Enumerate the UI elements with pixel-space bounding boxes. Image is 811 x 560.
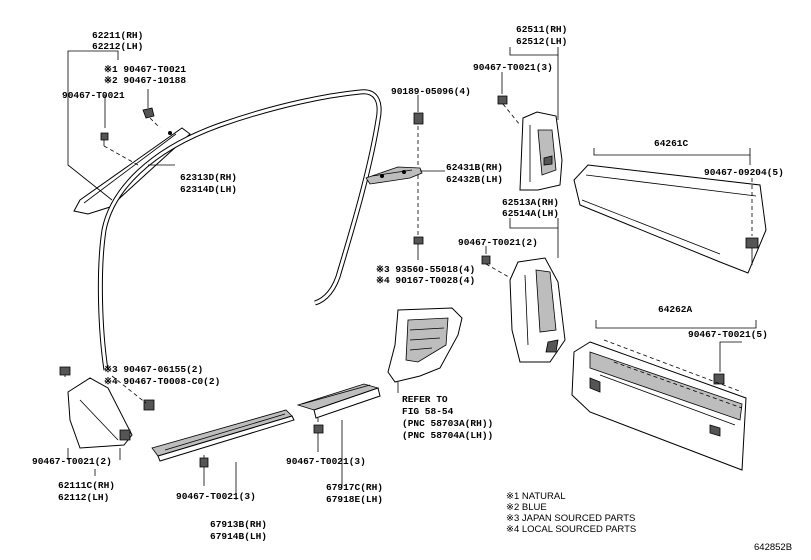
label-62511: 62511(RH)	[516, 24, 568, 35]
center-pillar-lower-garnish[interactable]	[509, 257, 566, 363]
scuff-plate-front-67913b[interactable]	[151, 409, 295, 462]
legend-blue: ※2 BLUE	[506, 502, 547, 513]
label-pnc-58703a: (PNC 58703A(RH))	[402, 418, 494, 429]
legend-natural: ※1 NATURAL	[506, 491, 566, 502]
label-62512: 62512(LH)	[516, 36, 568, 47]
label-62514: 62514A(LH)	[502, 208, 560, 219]
label-n1-t0021: ※1 90467-T0021	[104, 64, 187, 75]
label-a-t0021: 90467-T0021	[62, 90, 125, 101]
label-67918e: 67918E(LH)	[326, 494, 384, 505]
label-d-t0021-5: 90467-T0021(5)	[688, 329, 768, 340]
clip-90467-t0021-g[interactable]	[313, 424, 324, 434]
label-f-t0021-3: 90467-T0021(3)	[176, 491, 256, 502]
label-fig-58-54: FIG 58-54	[402, 406, 454, 417]
label-b-t0021-3: 90467-T0021(3)	[473, 62, 553, 73]
cowl-side-trim-62111c[interactable]	[67, 377, 133, 449]
label-62112: 62112(LH)	[58, 492, 110, 503]
bolt-93560-55018[interactable]	[413, 236, 424, 260]
clip-90467-t0008[interactable]	[143, 399, 155, 411]
a-pillar-garnish-part[interactable]	[73, 127, 191, 215]
label-67917c: 67917C(RH)	[326, 482, 384, 493]
trim-panel-64261c[interactable]	[573, 164, 767, 274]
scuff-plate-rear-67917c[interactable]	[296, 383, 381, 419]
label-62513: 62513A(RH)	[502, 197, 560, 208]
clip-90467-t0021-d[interactable]	[713, 373, 725, 385]
legend-local-sourced: ※4 LOCAL SOURCED PARTS	[506, 524, 637, 535]
label-62432: 62432B(LH)	[446, 174, 504, 185]
label-pnc-58704a: (PNC 58704A(LH))	[402, 430, 494, 441]
center-pillar-upper-garnish[interactable]	[519, 111, 563, 191]
clip-90467-t0021-b[interactable]	[497, 95, 508, 105]
trim-panel-64262a[interactable]	[571, 339, 747, 471]
clip-90467-t0021-c[interactable]	[481, 255, 491, 265]
label-67914b: 67914B(LH)	[210, 531, 268, 542]
label-n4-t0008: ※4 90467-T0008-C0(2)	[104, 376, 221, 387]
label-64262a: 64262A	[658, 304, 693, 315]
label-refer-to: REFER TO	[402, 394, 448, 405]
label-62211: 62211(RH)	[92, 30, 144, 41]
clip-90467-10188[interactable]	[142, 107, 155, 119]
label-67913b: 67913B(RH)	[210, 519, 268, 530]
label-e-t0021-2: 90467-T0021(2)	[32, 456, 112, 467]
clip-90467-t0021-a[interactable]	[100, 132, 109, 146]
label-64261c: 64261C	[654, 138, 689, 149]
clip-90467-t0021-f[interactable]	[199, 457, 209, 468]
label-n4-90167: ※4 90167-T0028(4)	[376, 275, 476, 286]
label-n3-06155: ※3 90467-06155(2)	[104, 364, 204, 375]
diagram-id: 642852B	[754, 542, 793, 553]
clip-90467-09204[interactable]	[745, 237, 759, 249]
assist-grip-part[interactable]	[365, 166, 423, 185]
label-90189: 90189-05096(4)	[391, 86, 471, 97]
label-n2-10188: ※2 90467-10188	[104, 75, 187, 86]
label-n3-93560: ※3 93560-55018(4)	[376, 264, 476, 275]
label-62111c: 62111C(RH)	[58, 480, 116, 491]
label-62431: 62431B(RH)	[446, 162, 504, 173]
clip-90467-06155[interactable]	[59, 366, 71, 376]
legend-japan-sourced: ※3 JAPAN SOURCED PARTS	[506, 513, 636, 524]
label-c-t0021-2: 90467-T0021(2)	[458, 237, 538, 248]
label-62212: 62212(LH)	[92, 41, 144, 52]
label-62314: 62314D(LH)	[180, 184, 238, 195]
nut-90189-05096[interactable]	[413, 112, 424, 125]
cowl-side-trim-refer[interactable]	[387, 307, 463, 383]
door-opening-weatherstrip[interactable]	[97, 89, 382, 371]
label-g-t0021-3: 90467-T0021(3)	[286, 456, 366, 467]
label-62313: 62313D(RH)	[180, 172, 238, 183]
label-09204: 90467-09204(5)	[704, 167, 784, 178]
